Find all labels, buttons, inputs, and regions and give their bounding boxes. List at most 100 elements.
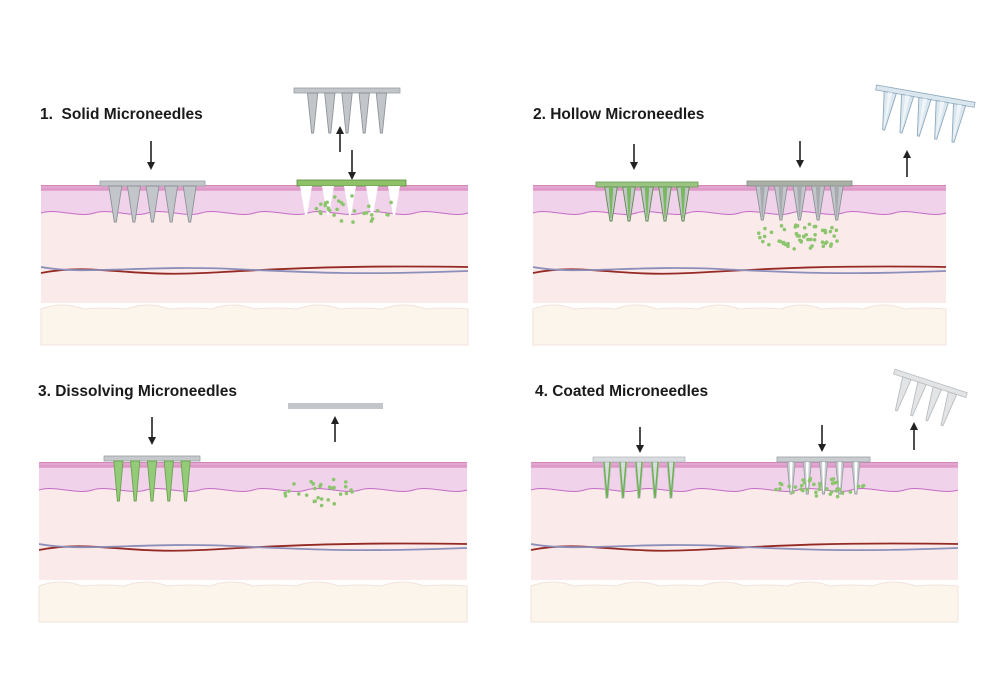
drug-particle <box>786 244 790 249</box>
drug-particle <box>309 479 313 484</box>
stratum-corneum <box>531 462 958 468</box>
drug-particle <box>835 239 839 243</box>
drug-particle <box>823 230 828 235</box>
microneedle-core <box>822 462 825 491</box>
drug-particle <box>774 487 778 492</box>
drug-particle <box>823 241 828 246</box>
hypodermis <box>530 581 959 623</box>
drug-particle <box>326 498 331 502</box>
drug-particle <box>837 487 842 492</box>
micro-channel <box>366 186 378 215</box>
drug-particle <box>761 239 765 244</box>
microneedle <box>146 460 158 502</box>
drug-particle <box>344 480 348 484</box>
drug-particle <box>332 195 337 199</box>
epidermis <box>39 468 467 492</box>
drug-particle <box>335 207 339 212</box>
drug-particle <box>318 484 322 489</box>
blood-vessel-blue <box>38 543 468 552</box>
drug-particle <box>362 211 366 216</box>
patch-base <box>746 180 853 187</box>
dermis <box>41 215 468 303</box>
solid-patch-removed <box>293 87 401 134</box>
drug-particle <box>799 240 804 244</box>
hollow-patch-removed <box>875 84 976 143</box>
microneedle-core <box>759 186 765 217</box>
panel-title-coated: 4. Coated Microneedles <box>535 383 709 400</box>
epidermis-boundary <box>40 211 469 215</box>
drug-particle <box>825 487 829 491</box>
micro-channel <box>388 186 400 215</box>
skin-layers <box>532 185 947 346</box>
patch-base <box>99 180 206 187</box>
drug-particle <box>799 483 804 488</box>
microneedle-core <box>834 186 840 217</box>
drug-particle <box>292 482 296 486</box>
drug-particle <box>332 485 336 490</box>
blood-vessel-blue <box>530 543 959 552</box>
drug-particle <box>769 230 774 235</box>
drug-coating <box>651 461 659 499</box>
dermis <box>533 215 946 303</box>
drug-particle <box>349 488 353 492</box>
drug-coating <box>603 461 611 499</box>
drug-particle <box>767 242 771 247</box>
drug-particle <box>820 228 825 233</box>
microneedle-core <box>901 95 910 131</box>
drug-particle <box>339 200 344 205</box>
drug-particle <box>848 490 853 494</box>
patch-base <box>103 455 201 462</box>
panel-title-dissolving: 3. Dissolving Microneedles <box>38 383 237 400</box>
epidermis-dermis-junction <box>39 488 467 493</box>
drug-particle <box>332 502 337 506</box>
microneedle-core <box>644 187 650 218</box>
microneedle <box>145 185 160 223</box>
microneedle-core <box>918 98 928 134</box>
drug-particle <box>820 240 825 244</box>
epidermis <box>531 468 958 492</box>
microneedle <box>306 92 319 134</box>
drug-particle <box>319 497 324 501</box>
drug-particle <box>370 217 375 221</box>
hypodermis <box>532 304 947 346</box>
drug-particle <box>779 224 784 228</box>
drug-particle <box>319 503 324 508</box>
drug-particle <box>793 485 798 489</box>
drug-particle <box>792 247 796 251</box>
drug-particle <box>809 237 813 242</box>
drug-particle <box>828 229 833 234</box>
blood-vessel-blue <box>40 266 469 275</box>
microneedle <box>925 386 943 422</box>
drug-particle <box>313 486 317 491</box>
drug-particle <box>352 209 357 213</box>
drug-particle <box>835 480 839 485</box>
drug-coating <box>619 461 627 499</box>
drug-particle <box>807 222 812 227</box>
drug-particle <box>791 490 795 494</box>
microneedle <box>324 92 336 134</box>
drug-particle <box>319 202 323 206</box>
drug-particle <box>861 483 866 488</box>
drug-particle <box>367 204 371 209</box>
drug-particle <box>313 499 318 503</box>
panel-title-solid: 1. Solid Microneedles <box>40 106 203 123</box>
drug-particle <box>801 478 805 482</box>
patch-base <box>776 456 871 463</box>
stratum-corneum <box>533 185 946 191</box>
drug-particle <box>375 209 380 213</box>
microneedle-core <box>797 186 802 217</box>
drug-particle <box>832 234 836 238</box>
microneedle <box>341 92 353 134</box>
drug-particle <box>323 203 328 208</box>
drug-particle <box>326 207 331 212</box>
drug-particle <box>369 213 374 217</box>
microneedle <box>163 460 174 502</box>
drug-particle <box>350 194 354 198</box>
solid-patch-inserted <box>99 180 206 223</box>
drug-particle <box>327 485 332 489</box>
drug-particle <box>343 484 348 489</box>
drug-particle <box>338 492 343 496</box>
drug-particle <box>812 482 816 487</box>
drug-particle <box>856 484 861 489</box>
